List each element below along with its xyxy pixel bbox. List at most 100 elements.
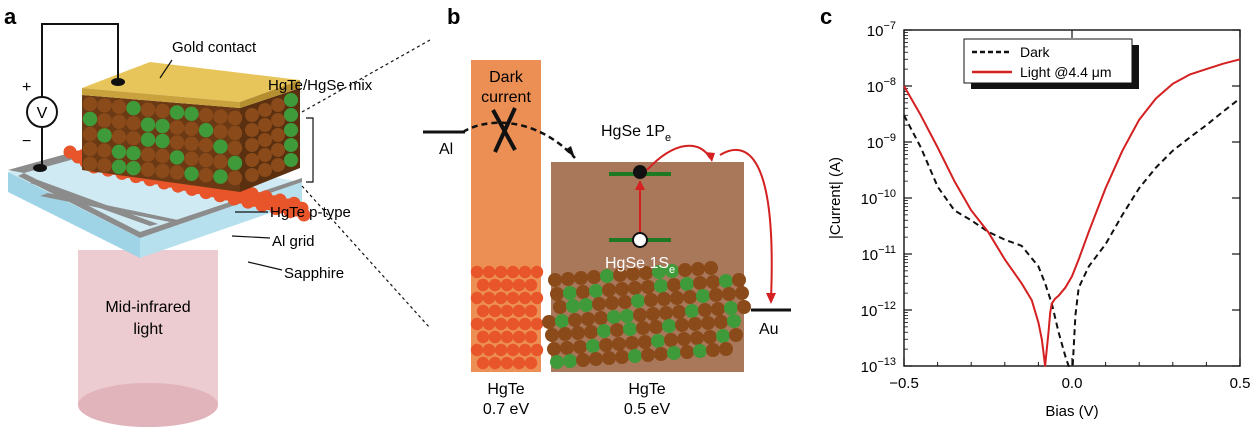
hgte-ball bbox=[584, 325, 598, 339]
hgte-ball bbox=[155, 163, 170, 179]
hgte-ball bbox=[618, 295, 632, 309]
panel-b-band-diagram: b Dark current Al HgSe 1Pe HgSe 1Se Au H… bbox=[415, 0, 810, 436]
hgse-ball bbox=[227, 155, 243, 171]
hgte-ball bbox=[638, 335, 652, 349]
hgte-ball bbox=[545, 328, 559, 342]
hgte-ball bbox=[470, 291, 484, 305]
hgse-ball bbox=[169, 150, 185, 165]
y-tick-label: 10−11 bbox=[861, 244, 896, 264]
hgse-ball bbox=[155, 133, 170, 149]
hgte-ball bbox=[592, 297, 606, 311]
hgte-ball bbox=[659, 306, 673, 320]
mid-infrared-light-beam bbox=[78, 250, 218, 427]
hgse-ball bbox=[662, 319, 676, 333]
hgte-ball bbox=[667, 278, 681, 292]
hgte-ball bbox=[245, 138, 259, 152]
hgse-ball bbox=[284, 93, 298, 107]
hgte-ball bbox=[524, 356, 538, 370]
hgse-ball bbox=[652, 265, 666, 279]
light-current-curve bbox=[903, 58, 1241, 367]
gold-contact-label: Gold contact bbox=[172, 39, 257, 56]
hgte-ball bbox=[258, 118, 272, 132]
hgte-ball bbox=[625, 336, 639, 350]
hgte-ball bbox=[500, 278, 514, 292]
hgte-ball bbox=[213, 109, 228, 124]
hgte-ball bbox=[636, 321, 650, 335]
hgte-ball bbox=[258, 163, 272, 177]
hgte-ball bbox=[213, 189, 227, 203]
dark-current-path bbox=[462, 121, 576, 159]
hgte-ball bbox=[574, 271, 588, 285]
hgte-ball bbox=[735, 286, 749, 300]
hgte-ball bbox=[698, 303, 712, 317]
hgse-ball bbox=[719, 274, 733, 288]
hgte-ball bbox=[271, 158, 285, 172]
hgte-ball bbox=[245, 153, 259, 167]
hgse-ball bbox=[550, 355, 564, 369]
hgte-ball bbox=[184, 136, 199, 151]
hgse-ball bbox=[284, 108, 298, 122]
hgte-ball bbox=[271, 98, 285, 112]
hgte-ball bbox=[140, 162, 156, 177]
hgse-ball bbox=[696, 289, 710, 303]
mix-balls bbox=[82, 93, 298, 186]
hgse-ball bbox=[82, 111, 98, 127]
hgte-ball bbox=[500, 330, 514, 344]
hgse-ball bbox=[140, 132, 156, 147]
hgte-ball bbox=[714, 315, 728, 329]
hgse-ball bbox=[607, 310, 621, 324]
hgte-ball bbox=[512, 304, 526, 318]
hgte-ball bbox=[524, 304, 538, 318]
hgte-ball bbox=[550, 287, 564, 301]
p-level-label: HgSe 1Pe bbox=[601, 123, 671, 144]
hgse-ball bbox=[126, 146, 141, 161]
hgte-ball bbox=[677, 332, 691, 346]
hgte-ball bbox=[97, 113, 112, 128]
p-type-label: HgTe p-type bbox=[270, 204, 351, 221]
hgte-ball bbox=[213, 124, 228, 139]
hgte-ball bbox=[571, 326, 585, 340]
hgte-ball bbox=[626, 267, 640, 281]
hgte-ball bbox=[690, 331, 704, 345]
band-diagram-svg: b Dark current Al HgSe 1Pe HgSe 1Se Au H… bbox=[423, 4, 791, 418]
hgse-ball bbox=[140, 117, 156, 132]
hgte-ball bbox=[518, 317, 532, 331]
hgte-ball bbox=[657, 292, 671, 306]
bottom-contact-dot bbox=[33, 164, 47, 172]
hgte-ball bbox=[605, 296, 619, 310]
hgte-ball bbox=[97, 143, 112, 158]
collection-arrowhead bbox=[766, 293, 776, 304]
hgse-ball bbox=[667, 346, 681, 360]
hgte-ball bbox=[488, 304, 502, 318]
hgte-ball bbox=[97, 158, 112, 173]
hgte-ball bbox=[269, 202, 283, 216]
hgte-ball bbox=[494, 317, 508, 331]
al-label: Al bbox=[439, 141, 453, 158]
hgte-ball bbox=[506, 265, 520, 279]
hgse-ball bbox=[693, 344, 707, 358]
hgte-ball bbox=[155, 103, 170, 119]
hgse-ball bbox=[680, 277, 694, 291]
hgse-ball bbox=[555, 314, 569, 328]
hgte-ball bbox=[494, 343, 508, 357]
left-gap-label: 0.7 eV bbox=[483, 401, 530, 418]
sapphire-label: Sapphire bbox=[284, 265, 344, 282]
hgte-ball bbox=[693, 276, 707, 290]
hgse-ball bbox=[155, 118, 170, 134]
hgte-ball bbox=[227, 192, 241, 206]
panel-a-device-schematic: a Mid-infrared light V + − bbox=[0, 0, 431, 436]
hgte-ball bbox=[576, 285, 590, 299]
hgte-ball bbox=[553, 300, 567, 314]
hgte-ball bbox=[729, 328, 743, 342]
hgse-ball bbox=[727, 314, 741, 328]
series-layer bbox=[903, 58, 1241, 367]
legend-dark-label: Dark bbox=[1020, 44, 1051, 60]
hgte-ball bbox=[709, 288, 723, 302]
hgse-ball bbox=[284, 153, 298, 167]
hgte-ball bbox=[488, 356, 502, 370]
hgte-ball bbox=[482, 291, 496, 305]
hgse-ball bbox=[126, 161, 141, 176]
hgte-ball bbox=[258, 148, 272, 162]
hgte-ball bbox=[227, 125, 243, 141]
